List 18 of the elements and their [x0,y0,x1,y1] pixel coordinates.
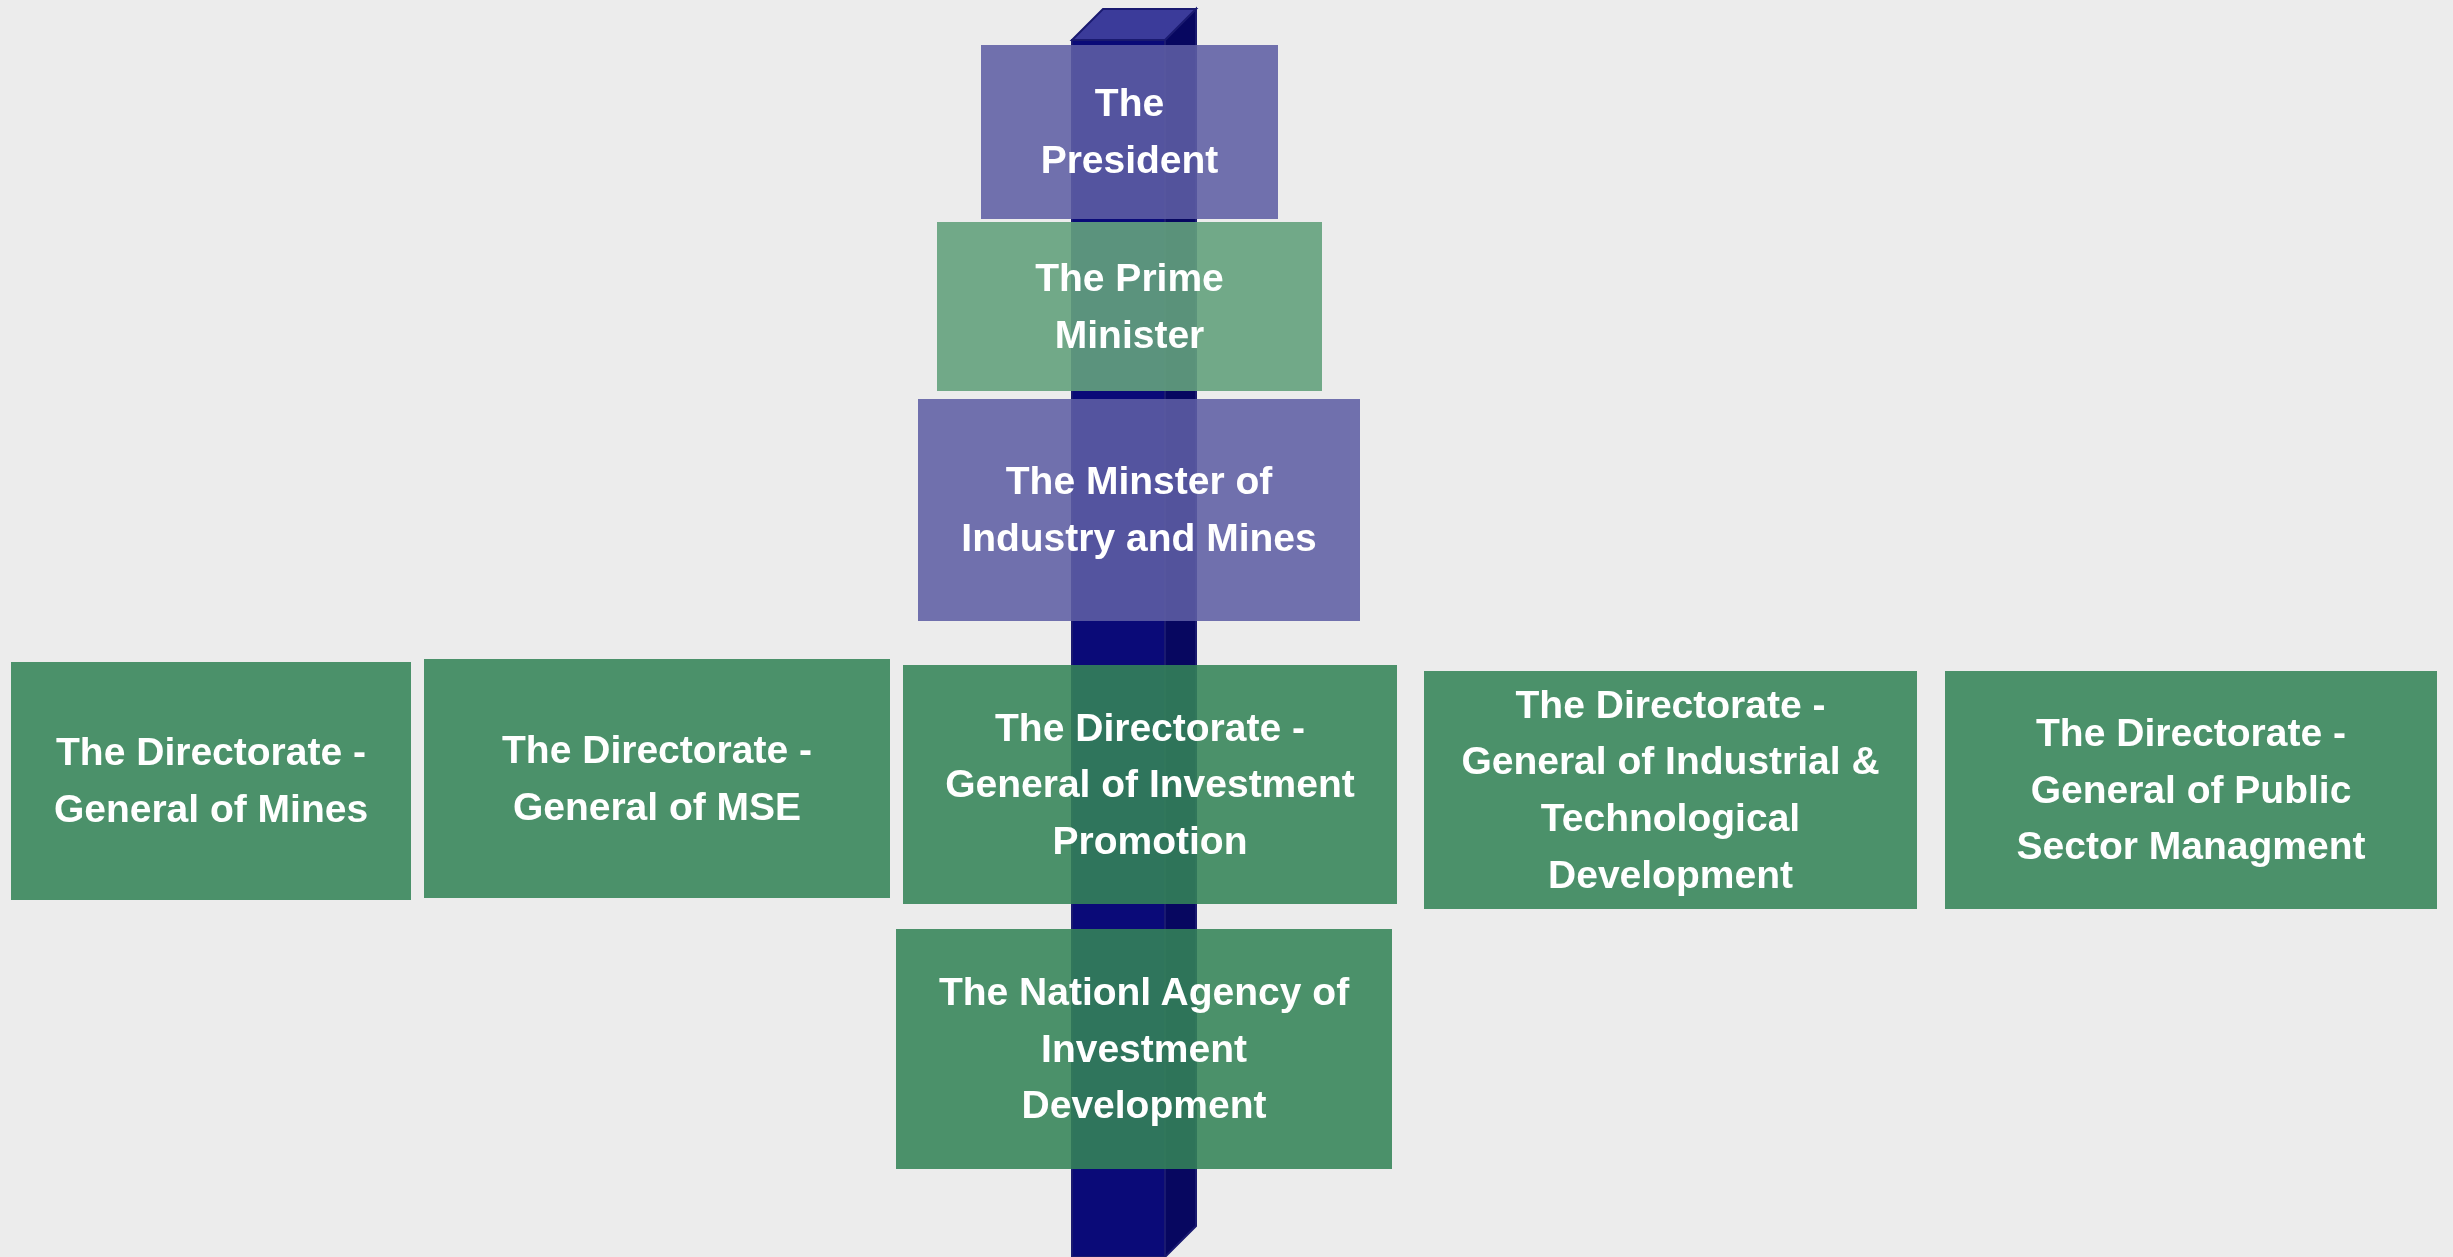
org-box [918,399,1360,621]
node-label: The Directorate - General of MSE [501,726,813,830]
org-box [937,222,1322,391]
org-box [981,45,1278,219]
node-label: The Minster of Industry and Mines [960,458,1318,561]
node-label: The Prime Minister [1034,254,1225,358]
org-box [1424,671,1917,909]
node-label: The Directorate - General of Public Sector Managment [2015,710,2367,870]
node-label: The Directorate - General of Mines [52,729,370,832]
org-box [11,662,411,900]
node-label: The Nationl Agency of Investment Development [937,969,1351,1129]
node-label: The Directorate - General of Investment Promotion [944,704,1356,864]
org-box [424,659,890,898]
org-box [903,665,1397,904]
org-box [1945,671,2437,909]
node-label: The President [1039,80,1220,183]
node-label: The Directorate - General of Industrial & Technological Development [1460,681,1881,898]
org-box [896,929,1392,1169]
